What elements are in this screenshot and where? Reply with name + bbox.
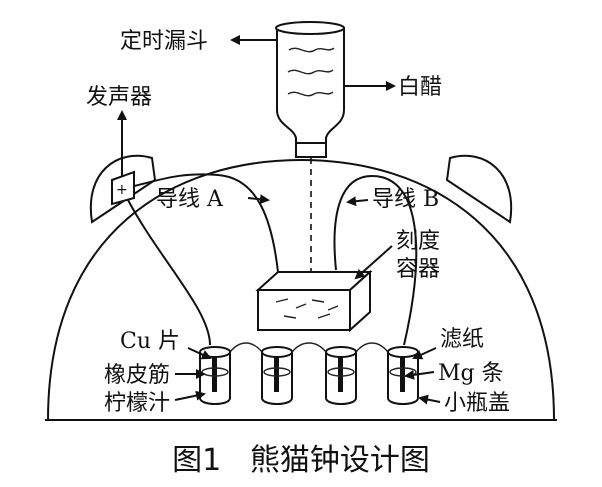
label-wire-b: 导线 B [372, 187, 439, 212]
label-cu: Cu 片 [120, 329, 180, 354]
label-vinegar: 白醋 [398, 75, 442, 100]
arrow-container [354, 245, 393, 280]
label-container-line1: 刻度 [396, 229, 440, 254]
label-mg: Mg 条 [438, 361, 504, 386]
label-cap: 小瓶盖 [444, 391, 510, 416]
label-wire-a: 导线 A [156, 187, 224, 212]
wire-b [333, 174, 418, 346]
cell-link-2 [291, 342, 327, 353]
arrow-wire-b [346, 196, 369, 207]
wire-a-upper [133, 173, 279, 273]
arrow-lemon [174, 390, 206, 401]
lemon-cell-4 [387, 346, 419, 405]
arrow-wire-a [247, 194, 270, 205]
cell-link-3 [355, 342, 389, 353]
arrow-mg [404, 369, 435, 380]
lemon-cell-2 [261, 346, 293, 405]
arrow-cu [187, 347, 212, 360]
label-filter: 滤纸 [440, 327, 484, 352]
figure-caption: 图1 熊猫钟设计图 [172, 443, 430, 478]
label-container-line2: 容器 [396, 257, 440, 282]
graduated-container [255, 269, 373, 333]
label-buzzer: 发声器 [86, 85, 152, 110]
timer-funnel [275, 21, 345, 158]
right-ear [445, 154, 513, 224]
arrow-cap [418, 394, 441, 405]
arrow-filter [412, 347, 437, 360]
wire-a [127, 199, 211, 346]
label-lemon: 柠檬汁 [104, 391, 170, 416]
cell-link-1 [229, 342, 263, 353]
label-funnel: 定时漏斗 [120, 29, 208, 54]
lemon-cell-3 [325, 346, 357, 405]
label-rubber: 橡皮筋 [104, 363, 170, 388]
buzzer-symbol: + [116, 182, 128, 198]
buzzer: + [111, 170, 135, 206]
